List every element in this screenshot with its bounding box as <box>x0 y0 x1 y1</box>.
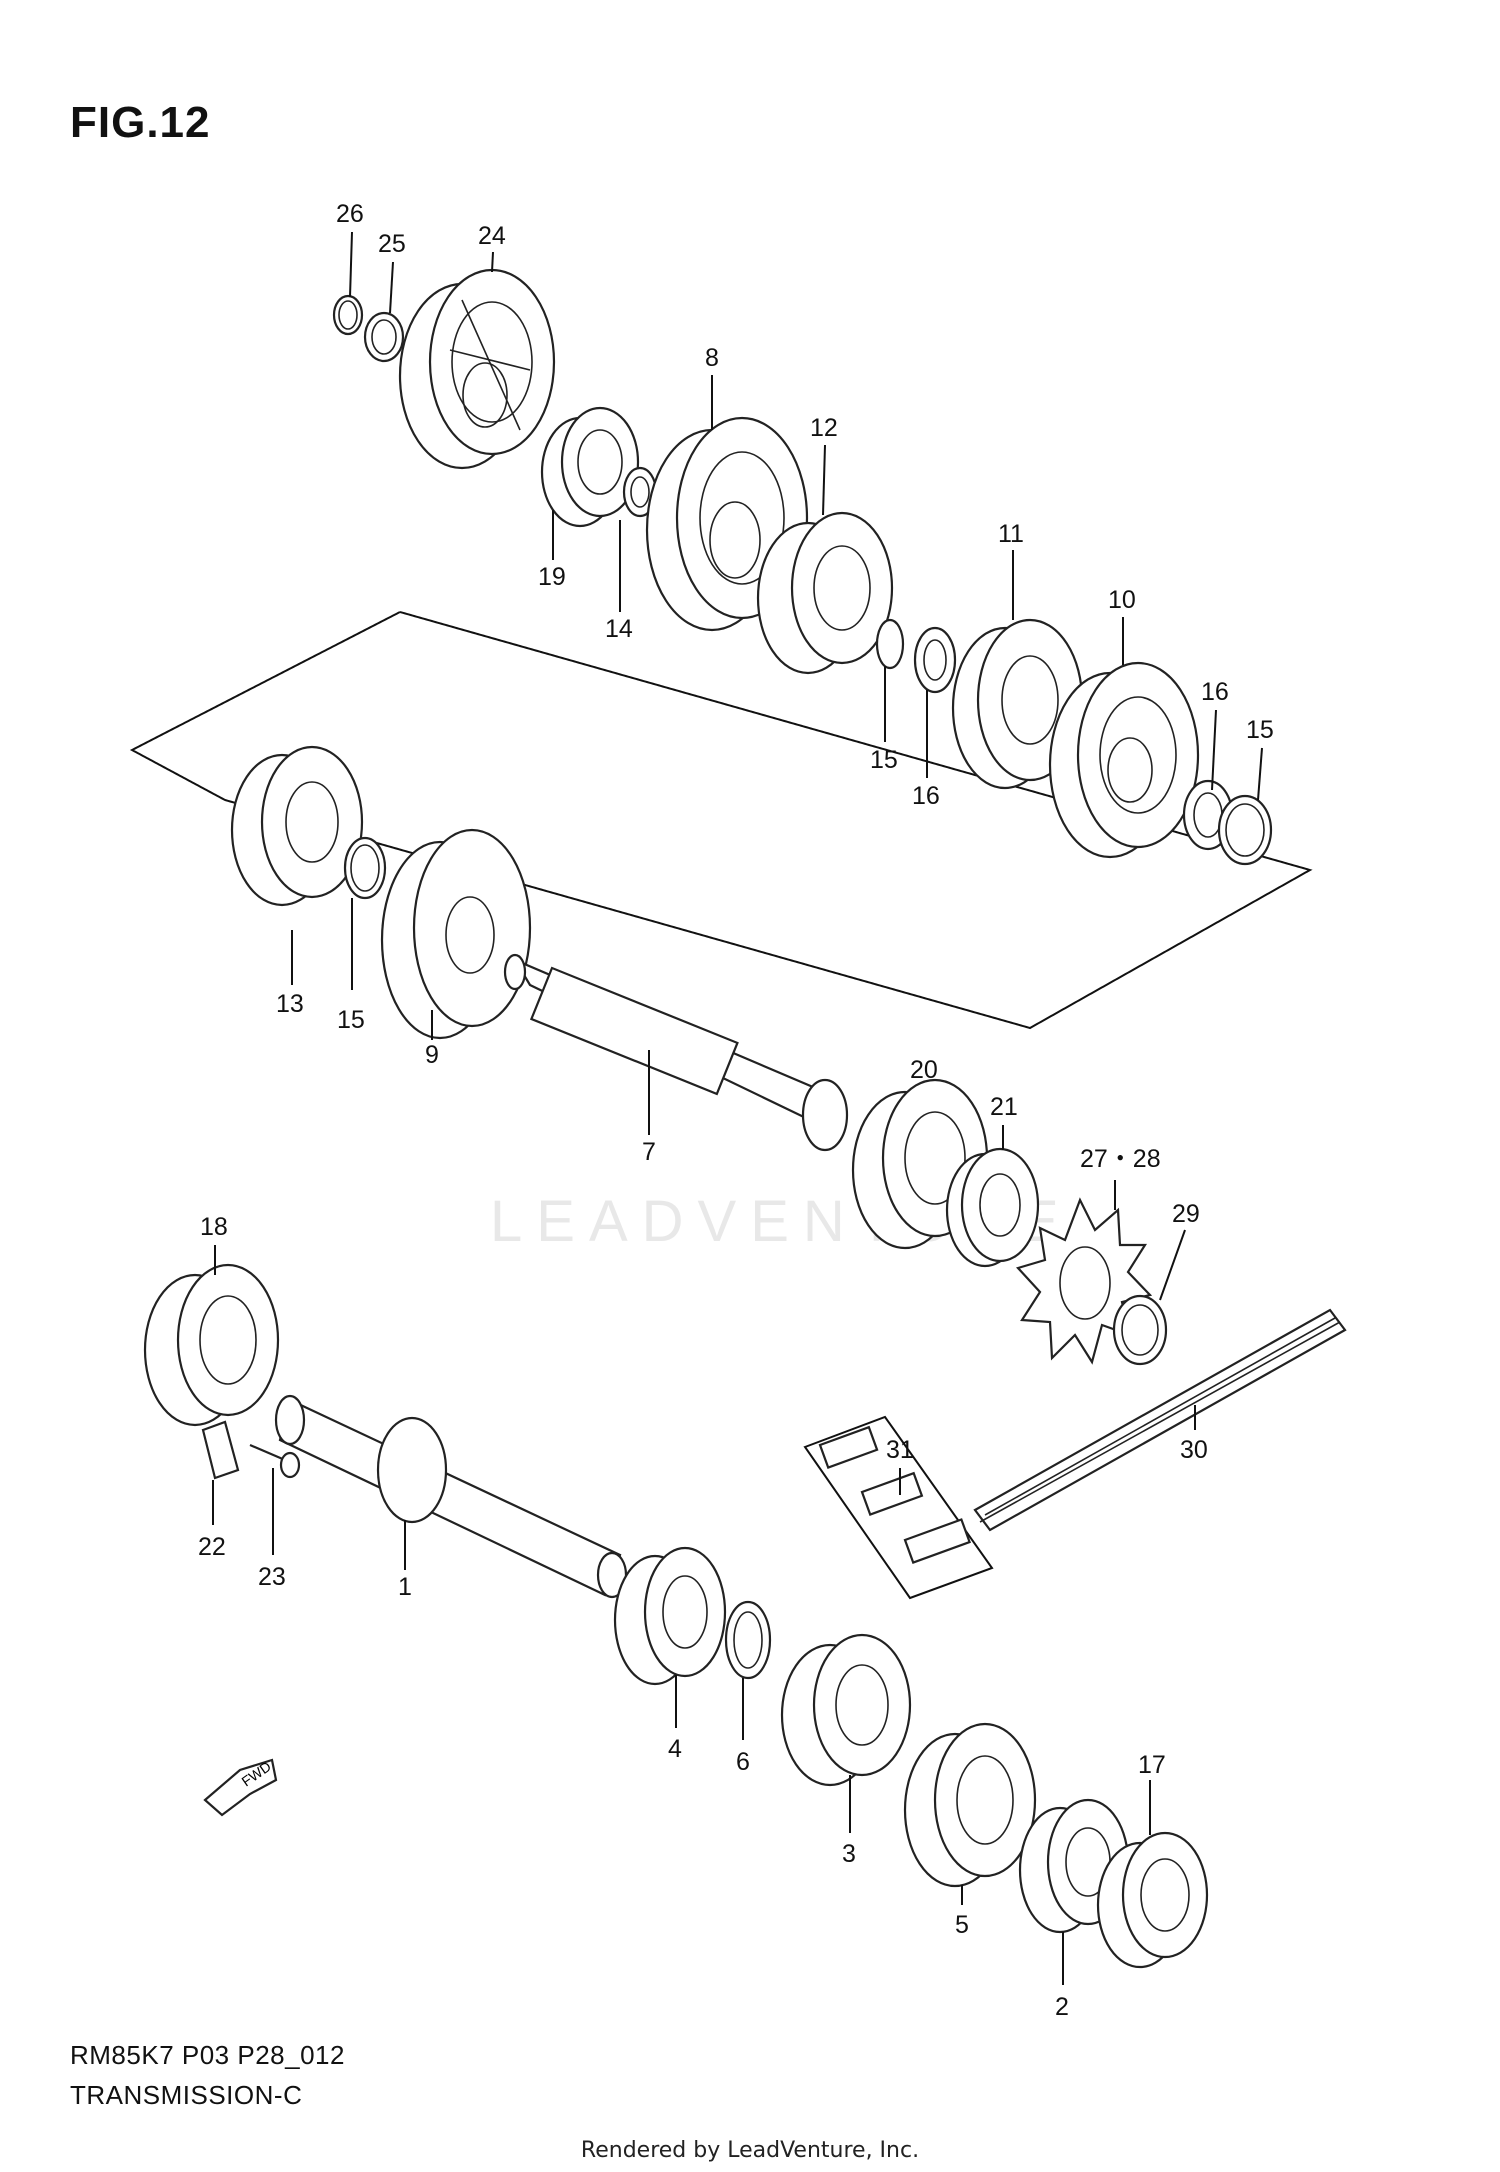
callout-16-right: 16 <box>1201 678 1229 706</box>
callout-4: 4 <box>668 1735 682 1763</box>
part-18-bearing <box>143 1263 280 1427</box>
callout-6: 6 <box>736 1748 750 1776</box>
callout-22: 22 <box>198 1533 226 1561</box>
part-13-gear <box>230 745 364 907</box>
forward-arrow-icon: FWD <box>203 1758 278 1817</box>
callout-17: 17 <box>1138 1751 1166 1779</box>
figure-title: FIG.12 <box>70 98 211 147</box>
callout-9: 9 <box>425 1041 439 1069</box>
leader-lines <box>212 231 1263 1985</box>
callout-20: 20 <box>910 1056 938 1084</box>
part-24-gear <box>398 268 556 470</box>
callout-1: 1 <box>398 1573 412 1601</box>
part-12-gear <box>756 511 894 675</box>
callout-18: 18 <box>200 1213 228 1241</box>
callout-13: 13 <box>276 990 304 1018</box>
part-3-gear <box>780 1633 912 1787</box>
callout-15-right: 15 <box>1246 716 1274 744</box>
part-30-drive-chain <box>973 1308 1347 1532</box>
render-credit: Rendered by LeadVenture, Inc. <box>580 2138 920 2163</box>
part-15-circlip-right <box>1217 794 1273 866</box>
callout-2: 2 <box>1055 1993 1069 2021</box>
part-17-bearing <box>1096 1831 1209 1969</box>
part-9-gear <box>380 828 532 1040</box>
part-21-oil-seal <box>945 1147 1040 1268</box>
part-15-circlip-upper <box>875 618 905 670</box>
callout-3: 3 <box>842 1840 856 1868</box>
part-29-circlip <box>1112 1294 1168 1366</box>
part-5-gear <box>903 1722 1037 1888</box>
part-1-driveshaft <box>274 1394 628 1599</box>
part-16-washer-upper <box>913 626 957 694</box>
part-23-screw <box>249 1443 301 1479</box>
callout-21: 21 <box>990 1093 1018 1121</box>
part-2-gear <box>1018 1798 1130 1934</box>
callout-12: 12 <box>810 414 838 442</box>
callout-15-upper: 15 <box>870 746 898 774</box>
callout-7: 7 <box>642 1138 656 1166</box>
callout-11: 11 <box>998 520 1024 548</box>
callout-15-left: 15 <box>337 1006 365 1034</box>
part-31-chain-joint <box>803 1415 994 1600</box>
callout-24: 24 <box>478 222 506 250</box>
callout-16-upper: 16 <box>912 782 940 810</box>
callout-31: 31 <box>886 1436 914 1464</box>
callout-27-28: 27・28 <box>1080 1145 1161 1173</box>
part-6-circlip <box>724 1600 772 1680</box>
part-25-washer <box>363 311 405 363</box>
callout-29: 29 <box>1172 1200 1200 1228</box>
callout-8: 8 <box>705 344 719 372</box>
figure-code: RM85K7 P03 P28_012 <box>70 2040 345 2070</box>
part-19-bearing <box>540 406 640 528</box>
part-26-circlip <box>332 294 364 336</box>
callout-14: 14 <box>605 615 633 643</box>
callout-5: 5 <box>955 1911 969 1939</box>
part-22-plate <box>201 1420 240 1480</box>
part-7-countershaft <box>503 953 849 1152</box>
callout-26: 26 <box>336 200 364 228</box>
callout-25: 25 <box>378 230 406 258</box>
part-4-gear <box>613 1546 727 1686</box>
callout-23: 23 <box>258 1563 286 1591</box>
callout-labels: 26 25 24 8 12 19 14 11 10 15 16 16 15 13… <box>198 200 1274 2021</box>
part-15-circlip-left <box>343 836 387 900</box>
callout-19: 19 <box>538 563 566 591</box>
part-10-gear <box>1048 661 1200 859</box>
callout-30: 30 <box>1180 1436 1208 1464</box>
callout-10: 10 <box>1108 586 1136 614</box>
figure-name: TRANSMISSION-C <box>70 2080 303 2110</box>
